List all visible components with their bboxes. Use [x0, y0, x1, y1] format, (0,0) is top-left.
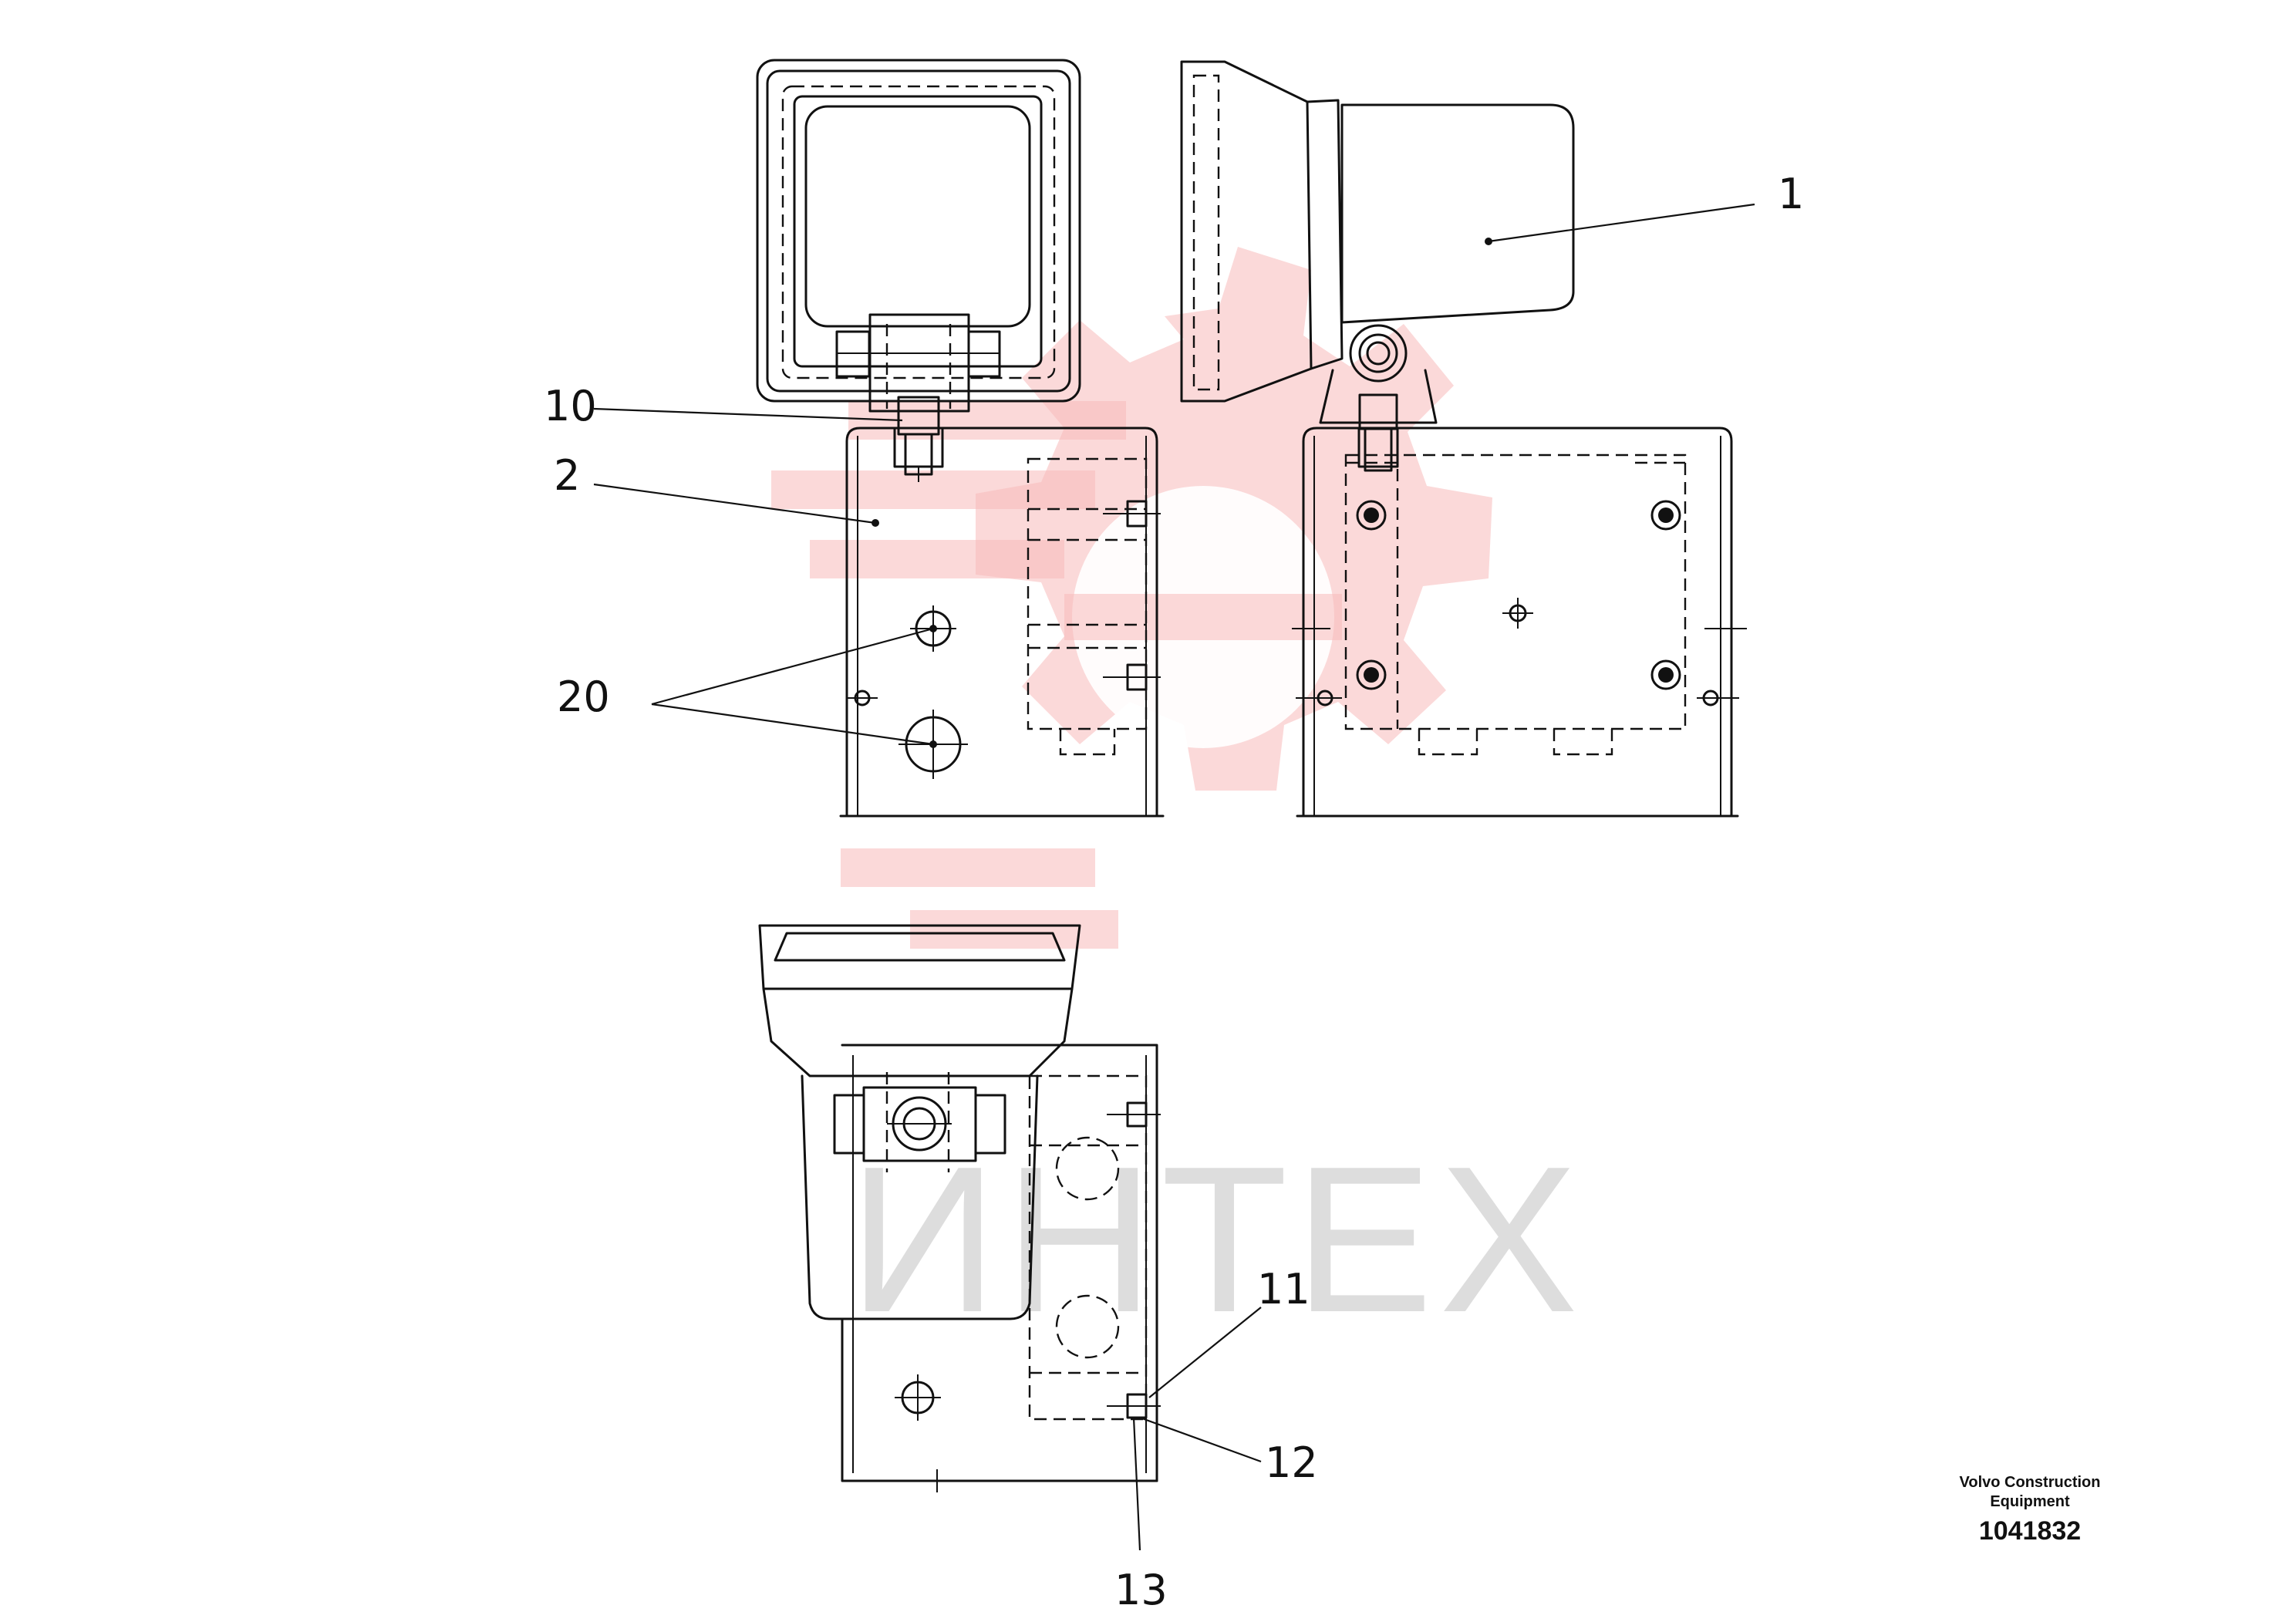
watermark-logo — [771, 247, 1492, 949]
lamp-front-view — [756, 59, 1081, 476]
bracket-left-view — [839, 427, 1165, 818]
callout-20: 20 — [557, 673, 610, 721]
lamp-side-view — [1180, 60, 1575, 472]
title-block: Volvo Construction Equipment 1041832 — [1960, 1474, 2101, 1546]
callout-2: 2 — [554, 451, 580, 500]
bolt-group — [1356, 500, 1681, 690]
assembly-bottom-view — [758, 924, 1161, 1492]
company-name-line2: Equipment — [1990, 1493, 2070, 1510]
drawing-number: 1041832 — [1979, 1516, 2081, 1546]
callout-12: 12 — [1265, 1438, 1318, 1487]
bracket-right-view — [1292, 427, 1747, 818]
callout-10: 10 — [544, 382, 597, 430]
callout-11: 11 — [1257, 1265, 1310, 1313]
company-name-line1: Volvo Construction — [1960, 1474, 2101, 1491]
callout-13: 13 — [1114, 1566, 1168, 1614]
watermark-text: ИНТЕХ — [848, 1124, 1584, 1356]
callout-1: 1 — [1778, 170, 1804, 218]
leader-lines — [593, 203, 1755, 1551]
